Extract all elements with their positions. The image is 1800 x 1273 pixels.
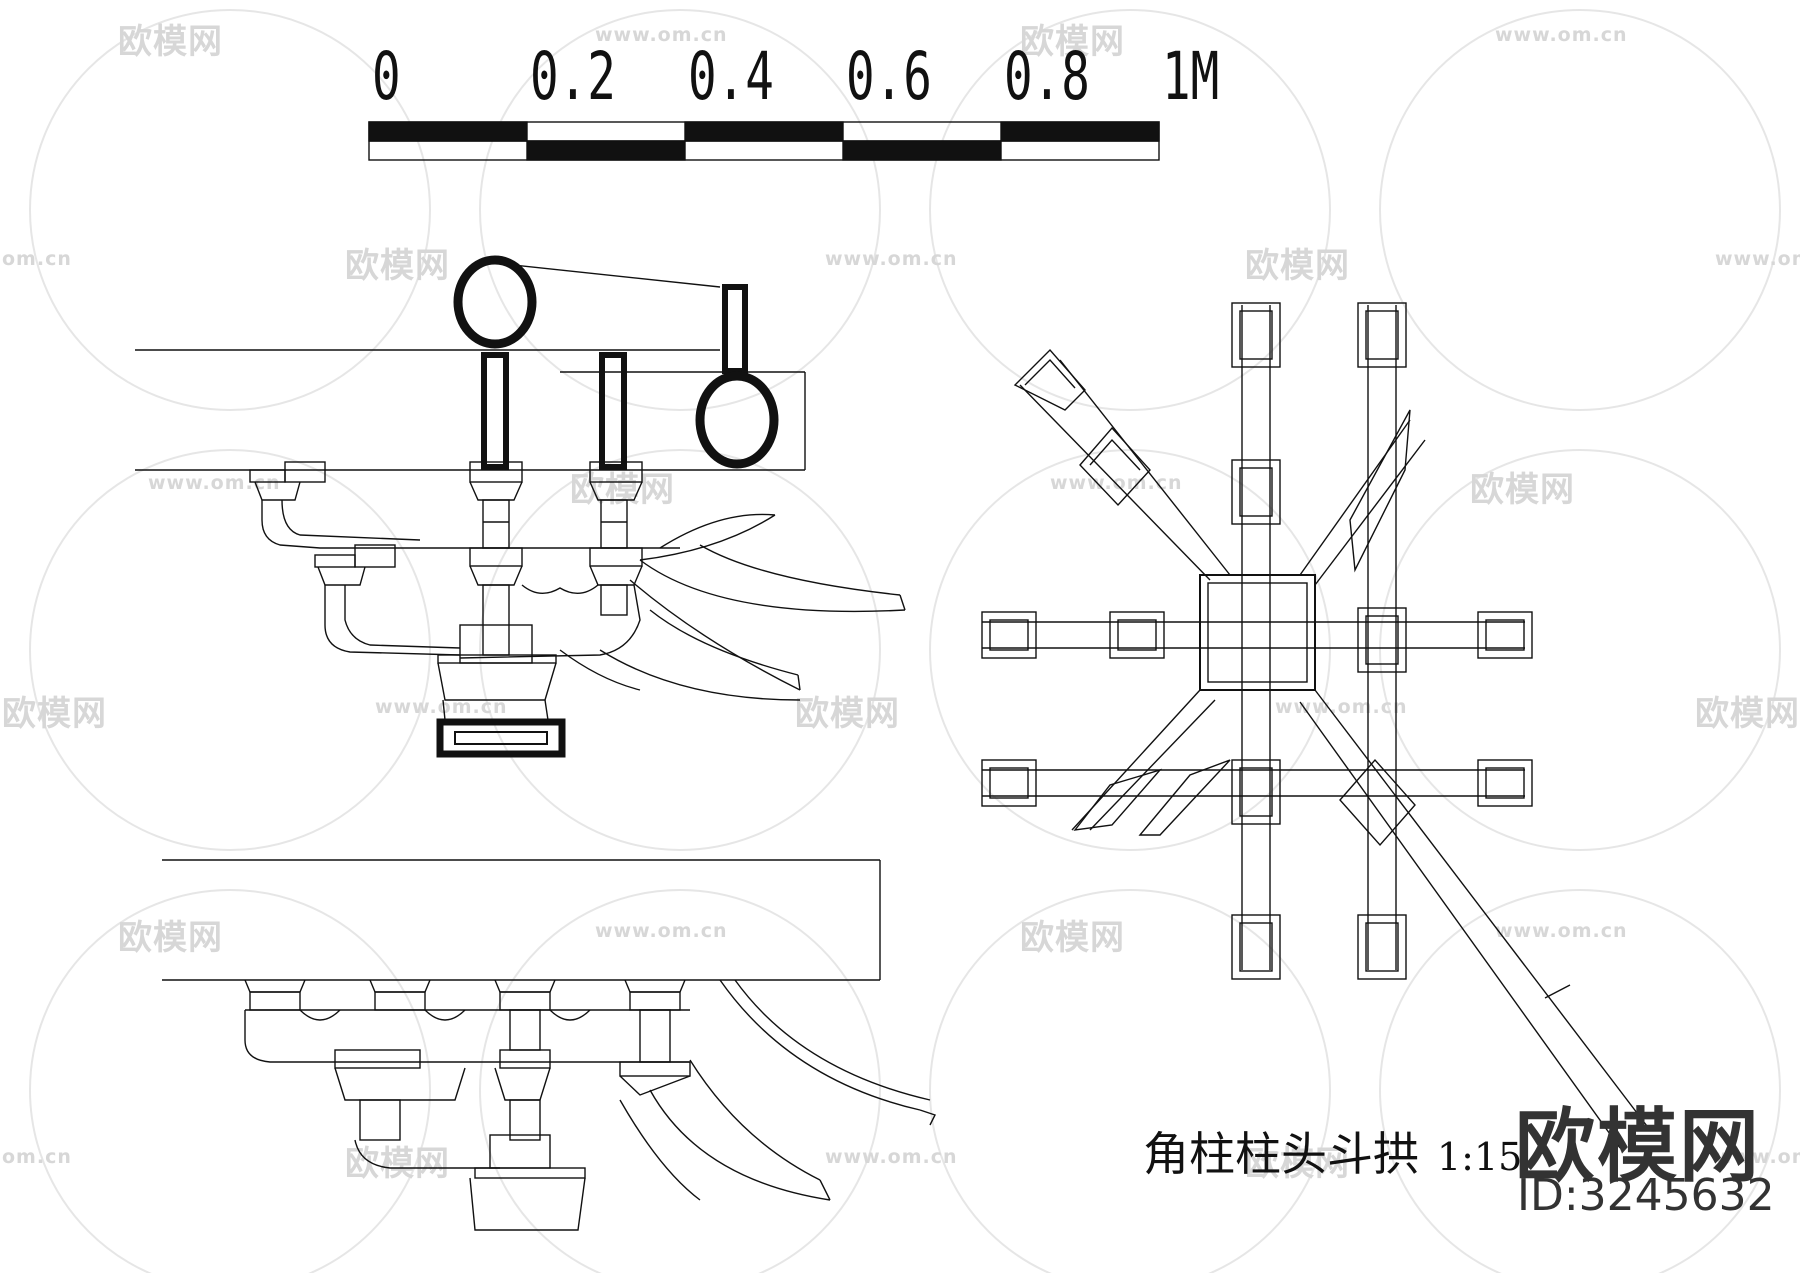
scale-label-0: 0 [372, 38, 401, 115]
scale-label-0-6: 0.6 [846, 38, 932, 115]
watermark-url: www.om.cn [825, 248, 958, 270]
scale-bar [368, 121, 1160, 161]
watermark-url: www.om.cn [1495, 24, 1628, 46]
watermark-logo: 欧模网 [1695, 694, 1800, 734]
brand-id: ID:3245632 [1517, 1170, 1775, 1221]
watermark-logo: 欧模网 [118, 22, 223, 62]
watermark-url: www.om.cn [595, 24, 728, 46]
watermark-logo: 欧模网 [345, 246, 450, 286]
drawing-caption: 角柱柱头斗拱 1:15 [1143, 1118, 1522, 1184]
caption-title: 角柱柱头斗拱 [1143, 1127, 1419, 1181]
scale-label-0-4: 0.4 [688, 38, 774, 115]
watermark-url: www.om.cn [375, 696, 508, 718]
watermark-logo: 欧模网 [1020, 918, 1125, 958]
watermark-url: om.cn [2, 248, 72, 270]
watermark-logo: 欧模网 [1470, 470, 1575, 510]
elevation-lower [162, 859, 936, 1231]
watermark-logo: 欧模网 [345, 1144, 450, 1184]
watermark-url: www.om.cn [825, 1146, 958, 1168]
watermark-logo: 欧模网 [795, 694, 900, 734]
watermark-logo: 欧模网 [118, 918, 223, 958]
plan-view [981, 302, 1651, 1149]
watermark-logo: 欧模网 [1245, 246, 1350, 286]
brand-logo-text: 欧模网 [1515, 1100, 1761, 1193]
watermark-logo: 欧模网 [2, 694, 107, 734]
watermark-url: www.om.cn [148, 472, 281, 494]
watermark-logo: 欧模网 [1245, 1144, 1350, 1184]
caption-scale: 1:15 [1437, 1135, 1523, 1179]
watermark-logo: 欧模网 [570, 470, 675, 510]
watermark-url: www.om.cn [595, 920, 728, 942]
watermark-logo: 欧模网 [1020, 22, 1125, 62]
watermark-url: om.cn [2, 1146, 72, 1168]
scale-label-0-2: 0.2 [530, 38, 616, 115]
watermark-url: www.om.cn [1715, 1146, 1800, 1168]
elevation-upper [135, 255, 906, 758]
scale-label-0-8: 0.8 [1004, 38, 1090, 115]
watermark-url: www.om.cn [1715, 248, 1800, 270]
watermark-url: www.om.cn [1495, 920, 1628, 942]
scale-label-1m: 1M [1162, 38, 1220, 115]
